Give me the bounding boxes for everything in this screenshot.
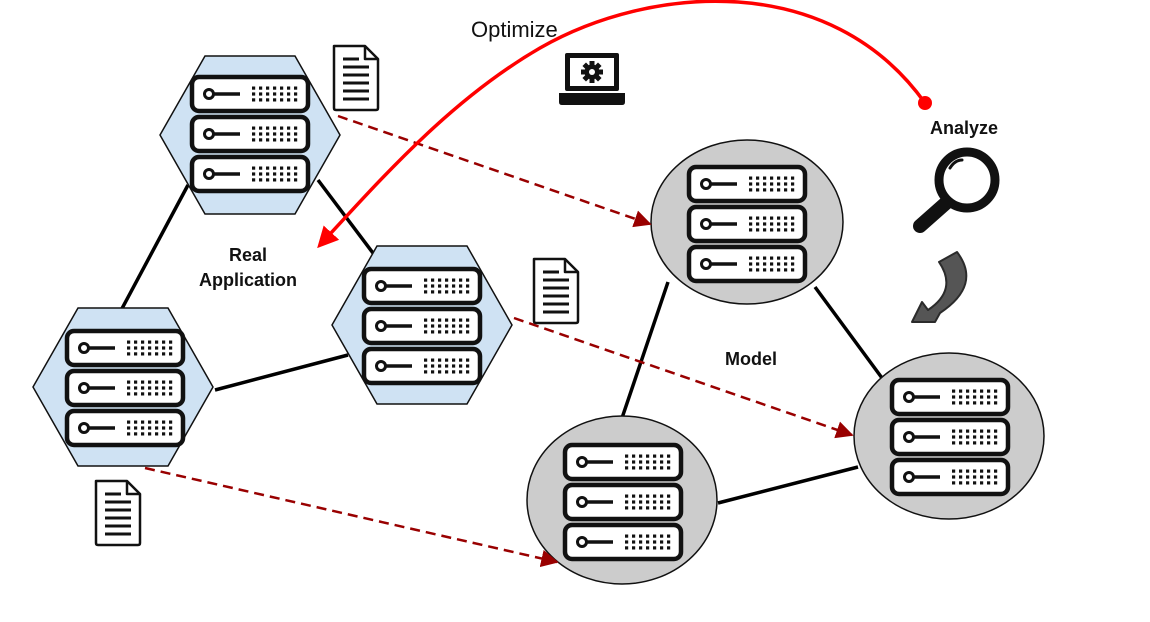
optimize-label: Optimize bbox=[471, 17, 558, 42]
analyze-label: Analyze bbox=[930, 118, 999, 138]
curved-arrow-icon bbox=[911, 251, 968, 323]
circle-node-top bbox=[650, 139, 844, 305]
server-rack-icon bbox=[689, 167, 805, 281]
magnifying-glass-icon bbox=[913, 147, 1000, 233]
link-hex-top-to-hex-right bbox=[316, 178, 384, 267]
link-circle-top-to-circle-right bbox=[813, 285, 884, 380]
link-circle-top-to-circle-bottom bbox=[620, 281, 670, 419]
optimize-arrow bbox=[317, 0, 927, 249]
link-hex-top-to-hex-left bbox=[116, 184, 190, 317]
link-hex-left-to-hex-right bbox=[214, 353, 349, 392]
model-links bbox=[620, 281, 884, 505]
hex-node-right bbox=[331, 245, 513, 405]
mapping-arrow-right bbox=[513, 316, 854, 439]
real-application-label-line1: Real bbox=[228, 245, 268, 265]
real-application-label-line2: Application bbox=[199, 270, 297, 290]
server-rack-icon bbox=[892, 380, 1008, 494]
document-icon bbox=[94, 479, 142, 547]
link-circle-bottom-to-circle-right bbox=[717, 465, 859, 505]
hex-node-left bbox=[32, 307, 214, 467]
server-rack-icon bbox=[364, 269, 480, 383]
server-rack-icon bbox=[565, 445, 681, 559]
mapping-arrow-left bbox=[144, 466, 559, 568]
real-app-links bbox=[116, 178, 384, 392]
circle-node-bottom bbox=[526, 415, 718, 585]
document-icon bbox=[532, 257, 580, 325]
real-application-label: Real Application bbox=[199, 243, 297, 293]
server-rack-icon bbox=[67, 331, 183, 445]
mapping-arrow-top bbox=[337, 114, 652, 228]
optimize-arrow-start-dot bbox=[918, 96, 932, 110]
mapping-arrows bbox=[144, 114, 854, 568]
document-icon bbox=[332, 44, 380, 112]
laptop-gear-icon bbox=[559, 53, 625, 105]
server-rack-icon bbox=[192, 77, 308, 191]
model-label: Model bbox=[725, 349, 777, 369]
circle-node-right bbox=[853, 352, 1045, 520]
hex-node-top bbox=[159, 55, 341, 215]
